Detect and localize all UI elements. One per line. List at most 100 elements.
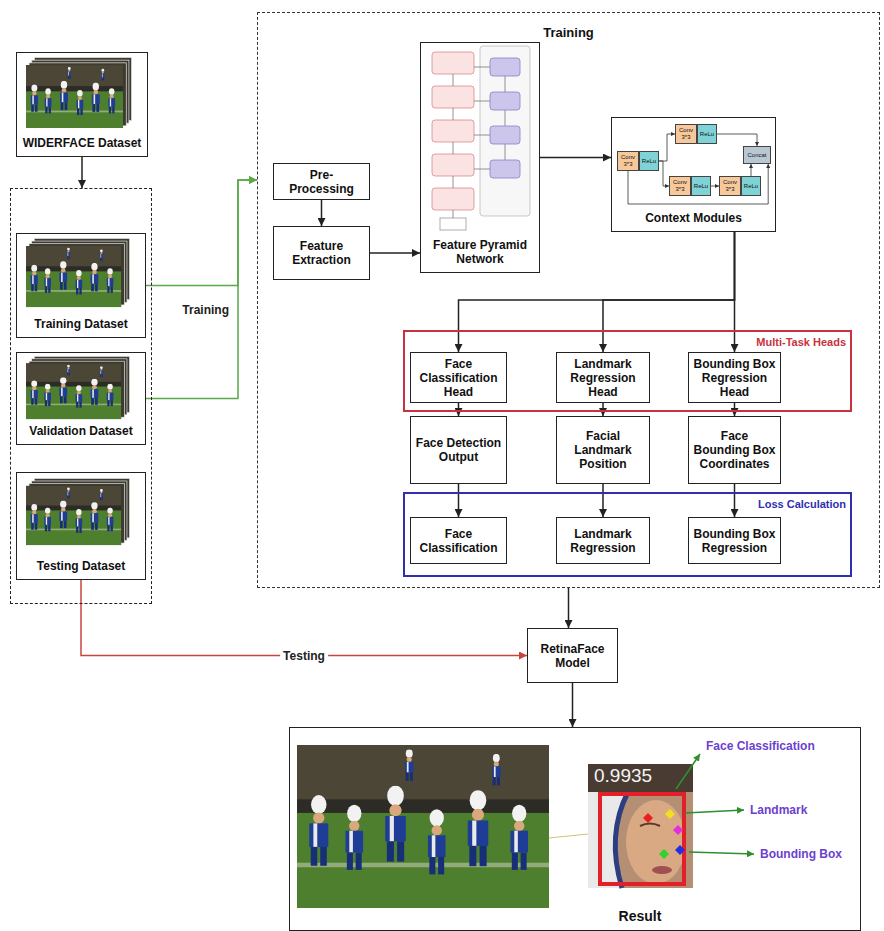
dataset-image-stack <box>26 57 132 128</box>
node-text: Landmark Regression Head <box>561 357 645 399</box>
relu-block: ReLu <box>741 176 761 196</box>
node-text: Conv 3*3 <box>721 179 739 193</box>
loss-box: Landmark Regression <box>556 517 650 564</box>
node-text: Face Bounding Box Coordinates <box>693 429 776 471</box>
concat-block: Concat <box>743 146 771 164</box>
relu-block: ReLu <box>691 176 711 196</box>
flow-arrow <box>734 484 736 517</box>
node-text: Facial Landmark Position <box>561 429 645 471</box>
node-text: Training <box>543 25 594 41</box>
flow-arrow <box>572 683 574 727</box>
dataset-image-stack <box>26 478 130 545</box>
output-box: Face Bounding Box Coordinates <box>688 416 781 484</box>
node-text: Bounding Box Regression <box>693 527 776 555</box>
node-text: ReLu <box>700 131 714 138</box>
node-text: Feature Pyramid Network <box>423 238 537 266</box>
head-box: Landmark Regression Head <box>556 352 650 403</box>
result-label: Landmark <box>750 803 807 817</box>
model-box: RetinaFace Model <box>527 628 618 683</box>
node-text: Face Detection Output <box>415 436 502 464</box>
loss-group: Loss CalculationFace Classification Landm… <box>403 492 852 577</box>
module-box: Context ModulesConv 3*3ReLuConv 3*3ReLuC… <box>611 117 776 232</box>
module-connector <box>711 186 719 187</box>
loss-box: Face Classification <box>410 517 507 564</box>
head-box: Bounding Box Regression Head <box>688 352 781 403</box>
flow-arrow <box>370 252 420 254</box>
score-label: 0.9935 <box>592 766 654 786</box>
loss-box: Bounding Box Regression <box>688 517 781 564</box>
node-text: Loss Calculation <box>758 497 846 511</box>
node-text: Context Modules <box>645 211 742 225</box>
flow-arrow <box>734 403 736 416</box>
flow-arrow <box>568 588 570 628</box>
node-text: Multi-Task Heads <box>756 335 846 349</box>
node-text: ReLu <box>744 183 758 190</box>
edge-label: Testing <box>280 649 328 663</box>
node-text: Validation Dataset <box>29 424 132 438</box>
node-text: Testing Dataset <box>37 559 125 573</box>
dataset-box: WIDERFACE Dataset <box>16 52 148 157</box>
flow-arrow <box>734 232 736 352</box>
node-text: ReLu <box>642 158 656 165</box>
dataset-box: Testing Dataset <box>16 472 146 580</box>
process-box: Feature Extraction <box>273 226 370 280</box>
training-region: TrainingPre-ProcessingFeature Extraction… <box>257 12 880 588</box>
node-text: Feature Extraction <box>278 239 365 267</box>
leader-lines <box>676 754 754 854</box>
flow-arrow <box>540 157 611 159</box>
flow-arrow <box>81 580 527 656</box>
node-text: WIDERFACE Dataset <box>23 136 142 150</box>
head-box: Face Classification Head <box>410 352 507 403</box>
output-box: Facial Landmark Position <box>556 416 650 484</box>
conv-block: Conv 3*3 <box>719 176 741 196</box>
node-text: Training Dataset <box>34 317 127 331</box>
result-panel: Result <box>289 727 861 931</box>
dataset-box: Training Dataset <box>16 233 146 338</box>
node-text: Conv 3*3 <box>671 179 689 193</box>
node-text: ReLu <box>694 183 708 190</box>
conv-block: Conv 3*3 <box>617 151 639 171</box>
conv-block: Conv 3*3 <box>675 124 697 144</box>
module-connector <box>717 134 757 146</box>
node-text: Result <box>619 908 662 924</box>
relu-block: ReLu <box>639 151 659 171</box>
face-crop <box>588 764 693 888</box>
relu-block: ReLu <box>697 124 717 144</box>
dataset-group: Training DatasetValidation DatasetTestin… <box>10 188 152 604</box>
dataset-box: Validation Dataset <box>16 352 146 445</box>
conv-block: Conv 3*3 <box>669 176 691 196</box>
process-box: Pre-Processing <box>273 163 370 200</box>
flow-arrow <box>81 157 83 188</box>
result-label: Bounding Box <box>760 847 842 861</box>
node-text: Conv 3*3 <box>619 154 637 168</box>
dataset-image-stack <box>26 356 130 419</box>
flow-arrow <box>602 403 604 416</box>
flow-arrow <box>458 403 460 416</box>
fpn-figure <box>432 46 530 230</box>
node-text: Face Classification <box>415 527 502 555</box>
node-text: Concat <box>747 152 766 159</box>
node-text: Conv 3*3 <box>677 127 695 141</box>
node-text: Face Classification Head <box>415 357 502 399</box>
node-text: RetinaFace Model <box>532 642 613 670</box>
flow-arrow <box>458 484 460 517</box>
node-text: Bounding Box Regression Head <box>693 357 776 399</box>
module-connector <box>659 134 675 161</box>
node-text: Pre-Processing <box>278 168 365 196</box>
result-label: Face Classification <box>706 739 815 753</box>
node-text: Landmark Regression <box>561 527 645 555</box>
result-photo <box>297 745 588 908</box>
network-box: Feature Pyramid Network <box>420 42 540 273</box>
dataset-image-stack <box>26 238 130 307</box>
flow-arrow <box>602 484 604 517</box>
heads-group: Multi-Task HeadsFace Classification Head… <box>403 330 852 412</box>
edge-label: Training <box>179 303 232 317</box>
flow-arrow <box>146 180 257 398</box>
flow-arrow <box>146 180 257 285</box>
module-connector <box>751 164 752 176</box>
flow-arrow <box>321 200 323 226</box>
module-connector <box>659 161 669 186</box>
flow-arrow <box>603 232 735 352</box>
output-box: Face Detection Output <box>410 416 507 484</box>
